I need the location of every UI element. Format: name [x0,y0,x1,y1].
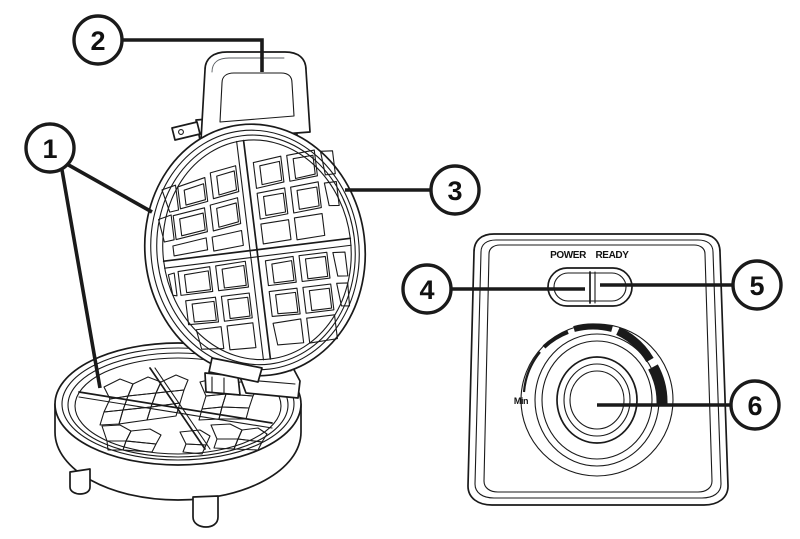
handle-opening [219,72,295,123]
indicator-light-capsule [547,267,633,307]
leader-line-1b [60,169,102,389]
callout-6-number: 6 [747,391,762,421]
callout-2[interactable]: 2 [72,14,124,66]
callout-4-number: 4 [419,275,434,305]
lower-baking-plate [78,367,273,455]
callout-3[interactable]: 3 [429,164,481,216]
lid-bottom-lip [208,357,263,383]
power-label: POWER [550,250,587,261]
browning-control-dial: Min [514,323,674,477]
callout-5[interactable]: 5 [731,259,783,311]
callout-markers: 1 2 3 4 5 6 [24,14,783,431]
callout-1[interactable]: 1 [24,122,76,174]
base-foot-left [69,468,91,495]
callout-5-number: 5 [749,271,764,301]
lid-handle [200,51,311,141]
callout-3-number: 3 [447,176,462,206]
browning-level-arc [522,323,668,405]
callout-1-number: 1 [42,134,57,164]
callout-6[interactable]: 6 [729,379,781,431]
lower-waffle-grid [99,374,268,455]
dial-knob-center[interactable] [569,370,625,430]
leader-lines [60,38,733,407]
upper-lid-assembly [143,51,367,383]
base-foot-front [192,495,219,528]
callout-2-number: 2 [90,26,105,56]
control-panel-view: Min POWER READY [467,233,729,506]
leader-line-2 [122,38,264,72]
waffle-maker-open-view [54,51,367,528]
lid-latch [171,121,201,141]
upper-waffle-grid [158,149,351,351]
callout-4[interactable]: 4 [401,263,453,315]
leader-line-1a [64,161,153,214]
upper-plate-dividers [162,139,352,361]
dial-min-label: Min [514,396,528,406]
ready-label: READY [595,250,629,261]
